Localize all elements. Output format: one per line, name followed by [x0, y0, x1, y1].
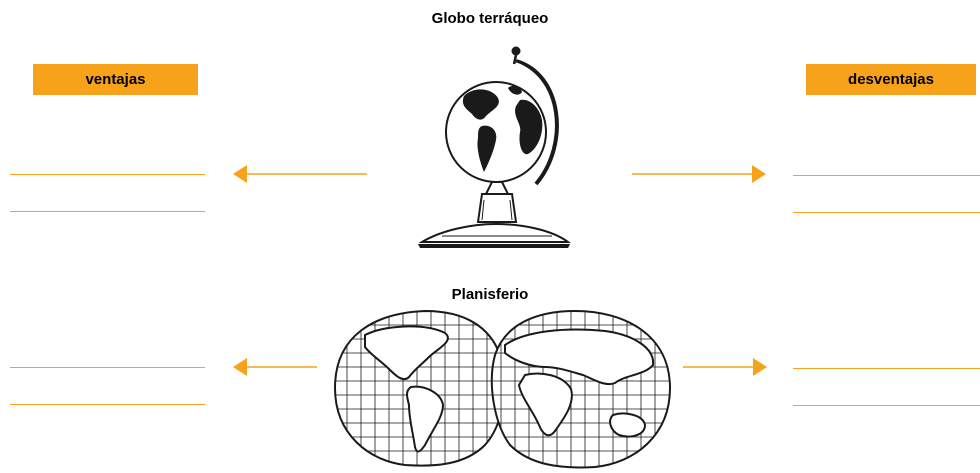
advantages-label: ventajas	[33, 64, 198, 95]
globe-disadvantage-line-2[interactable]	[793, 212, 980, 213]
map-advantage-line-1[interactable]	[10, 367, 205, 368]
globe-title: Globo terráqueo	[431, 10, 549, 27]
left-arrow-icon	[233, 165, 367, 183]
map-disadvantage-line-2[interactable]	[793, 405, 980, 406]
world-map-icon	[333, 309, 672, 469]
disadvantages-label: desventajas	[806, 64, 976, 95]
globe-advantage-line-1[interactable]	[10, 174, 205, 175]
globe-icon	[418, 46, 572, 248]
left-arrow-icon	[233, 358, 317, 376]
right-arrow-icon	[632, 165, 766, 183]
map-advantage-line-2[interactable]	[10, 404, 205, 405]
map-title: Planisferio	[451, 286, 529, 303]
globe-disadvantage-line-1[interactable]	[793, 175, 980, 176]
globe-advantage-line-2[interactable]	[10, 211, 205, 212]
map-disadvantage-line-1[interactable]	[793, 368, 980, 369]
right-arrow-icon	[683, 358, 767, 376]
